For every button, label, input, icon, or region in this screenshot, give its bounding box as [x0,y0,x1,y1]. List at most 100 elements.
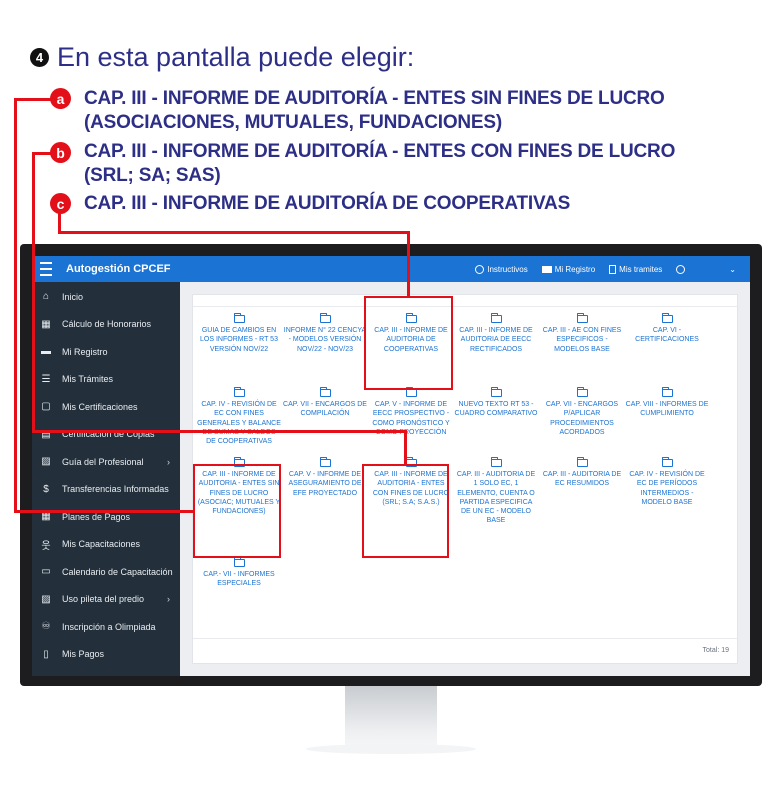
connector-c-drop [407,231,410,298]
app-title: Autogestión CPCEF [66,263,171,275]
mi-registro-label: Mi Registro [554,264,596,274]
app-screen: Autogestión CPCEF Instructivos Mi Regist… [32,256,750,676]
document-card[interactable]: CAP. VIII - INFORMES DE CUMPLIMIENTO [625,387,709,419]
document-card[interactable]: CAP. III - INFORME DE AUDITORIA DE COOPE… [369,313,453,354]
highlight-sin-fines [193,464,281,558]
sidebar-item-6[interactable]: ▨Guía del Profesional› [32,448,180,475]
home-icon: ⌂ [42,291,50,302]
calculator-icon: ▦ [41,318,51,330]
connector-c-horizontal [58,231,409,234]
instruction-heading: 4 En esta pantalla puede elegir: [30,42,414,73]
document-card[interactable]: CAP. III - INFORME DE AUDITORIA - ENTES … [197,457,281,516]
document-card[interactable]: CAP. III - AUDITORIA DE EC RESUMIDOS [540,457,624,489]
option-a-text: CAP. III - INFORME DE AUDITORÍA - ENTES … [84,88,665,133]
sidebar-item-label: Transferencias Informadas [62,484,169,494]
sidebar-item-3[interactable]: ☰Mis Trámites [32,366,180,393]
folder-icon [319,457,331,467]
document-card-label: GUIA DE CAMBIOS EN LOS INFORMES - RT 53 … [200,327,278,353]
user-icon [676,264,686,274]
document-card[interactable]: INFORME N° 22 CENCYA - MODELOS VERSIÓN N… [283,313,367,354]
document-card[interactable]: CAP. VI - CERTIFICACIONES [625,313,709,345]
sidebar-item-label: Uso pileta del predio [62,594,145,604]
connector-b-vertical [32,152,35,432]
folder-icon [576,457,588,467]
documents-panel: Total: 19 GUIA DE CAMBIOS EN LOS INFORME… [192,294,739,664]
dollar-icon: $ [43,483,49,495]
sidebar-item-label: Certificación de Copias [62,429,155,439]
badge-a: a [50,88,71,109]
sidebar-item-11[interactable]: ▨Uso pileta del predio› [32,586,180,613]
document-card-label: CAP. III - AUDITORIA DE 1 SOLO EC, 1 ELE… [456,471,536,525]
monitor-stand [345,686,437,748]
chevron-right-icon: › [167,456,170,467]
document-card[interactable]: NUEVO TEXTO RT 53 - CUADRO COMPARATIVO [454,387,538,419]
folder-icon [490,313,502,323]
image-icon: ▨ [41,456,51,467]
document-card[interactable]: CAP. VII - ENCARGOS P/APLICAR PROCEDIMIE… [540,387,624,437]
document-card[interactable]: CAP. IV - REVISIÓN DE EC CON FINES GENER… [197,387,281,446]
document-card[interactable]: CAP.- VII - INFORMES ESPECIALES [197,557,281,589]
badge-c: c [50,193,71,214]
dropdown-chevron-icon[interactable]: ⌄ [729,264,736,274]
instructivos-link[interactable]: Instructivos [475,264,528,274]
document-card[interactable]: CAP. III - AE CON FINES ESPECIFICOS - MO… [540,313,624,354]
sidebar-item-2[interactable]: ▬Mi Registro [32,338,180,365]
document-card-label: CAP. V - INFORME DE EECC PROSPECTIVO - C… [372,401,450,436]
folder-icon [405,313,417,323]
file-icon: ▯ [43,648,49,660]
sidebar-item-5[interactable]: ▤ Certificación de Copias [32,421,180,448]
sidebar-item-label: Planes de Pagos [62,511,131,522]
badge-b: b [50,142,71,163]
instructivos-label: Instructivos [487,264,528,274]
document-card[interactable]: GUIA DE CAMBIOS EN LOS INFORMES - RT 53 … [197,313,281,354]
folder-icon [576,387,588,397]
document-card[interactable]: CAP. IV - REVISIÓN DE EC DE PERÍODOS INT… [625,457,709,507]
sidebar: ⌂Inicio▦Cálculo de Honorarios▬Mi Registr… [32,282,180,676]
sidebar-item-label: Inscripción a Olimpiada [62,621,156,632]
document-card-label: INFORME N° 22 CENCYA - MODELOS VERSIÓN N… [283,327,367,353]
menu-icon[interactable] [40,262,58,276]
document-card[interactable]: CAP. VII - ENCARGOS DE COMPILACIÓN [283,387,367,419]
document-card-label: CAP. III - INFORME DE AUDITORIA - ENTES … [197,471,281,516]
highlight-cooperativas [364,296,453,390]
folder-icon [233,457,245,467]
sidebar-item-8[interactable]: ▦Planes de Pagos [32,503,180,530]
total-count: Total: 19 [702,647,729,654]
sidebar-item-13[interactable]: ▯Mis Pagos [32,641,180,668]
connector-a-vertical [14,98,17,512]
folder-icon [233,313,245,323]
document-card-label: CAP. IV - REVISIÓN DE EC CON FINES GENER… [197,401,281,446]
folder-icon [233,387,245,397]
folder-icon [490,457,502,467]
folder-icon [233,557,245,567]
sidebar-item-12[interactable]: ♾Inscripción a Olimpiada [32,613,180,640]
picture-icon: ▨ [41,593,51,605]
copy-icon: ▤ [41,428,51,440]
app-topbar: Autogestión CPCEF Instructivos Mi Regist… [32,256,750,282]
heading-text: En esta pantalla puede elegir: [57,42,415,72]
sidebar-item-4[interactable]: ▢Mis Certificaciones [32,393,180,420]
document-card[interactable]: CAP. III - AUDITORIA DE 1 SOLO EC, 1 ELE… [454,457,538,526]
document-card[interactable]: CAP. V - INFORME DE ASEGURAMIENTO DE EFE… [283,457,367,498]
sidebar-item-10[interactable]: ▭Calendario de Capacitación [32,558,180,585]
document-card[interactable]: CAP. III - INFORME DE AUDITORIA DE EECC … [454,313,538,354]
document-card-label: CAP. VIII - INFORMES DE CUMPLIMIENTO [625,401,709,418]
document-card-label: CAP. VII - ENCARGOS P/APLICAR PROCEDIMIE… [545,401,619,436]
play-circle-icon [475,264,485,274]
folder-icon [319,387,331,397]
option-b-text: CAP. III - INFORME DE AUDITORÍA - ENTES … [84,141,676,186]
folder-icon [661,457,673,467]
sidebar-item-label: Mis Capacitaciones [62,539,141,549]
mi-registro-link[interactable]: Mi Registro [541,264,596,274]
sidebar-item-7[interactable]: $ Transferencias Informadas [32,476,180,503]
document-icon [609,264,617,274]
sidebar-item-1[interactable]: ▦Cálculo de Honorarios [32,311,180,338]
sidebar-item-0[interactable]: ⌂Inicio [32,283,180,310]
user-menu[interactable] [676,264,686,274]
document-card-label: CAP. III - AE CON FINES ESPECIFICOS - MO… [542,327,622,353]
connector-c [58,213,61,233]
document-card-label: CAP. IV - REVISIÓN DE EC DE PERÍODOS INT… [629,471,705,506]
mis-tramites-link[interactable]: Mis tramites [609,264,662,274]
document-card-label: CAP. VI - CERTIFICACIONES [635,327,699,344]
